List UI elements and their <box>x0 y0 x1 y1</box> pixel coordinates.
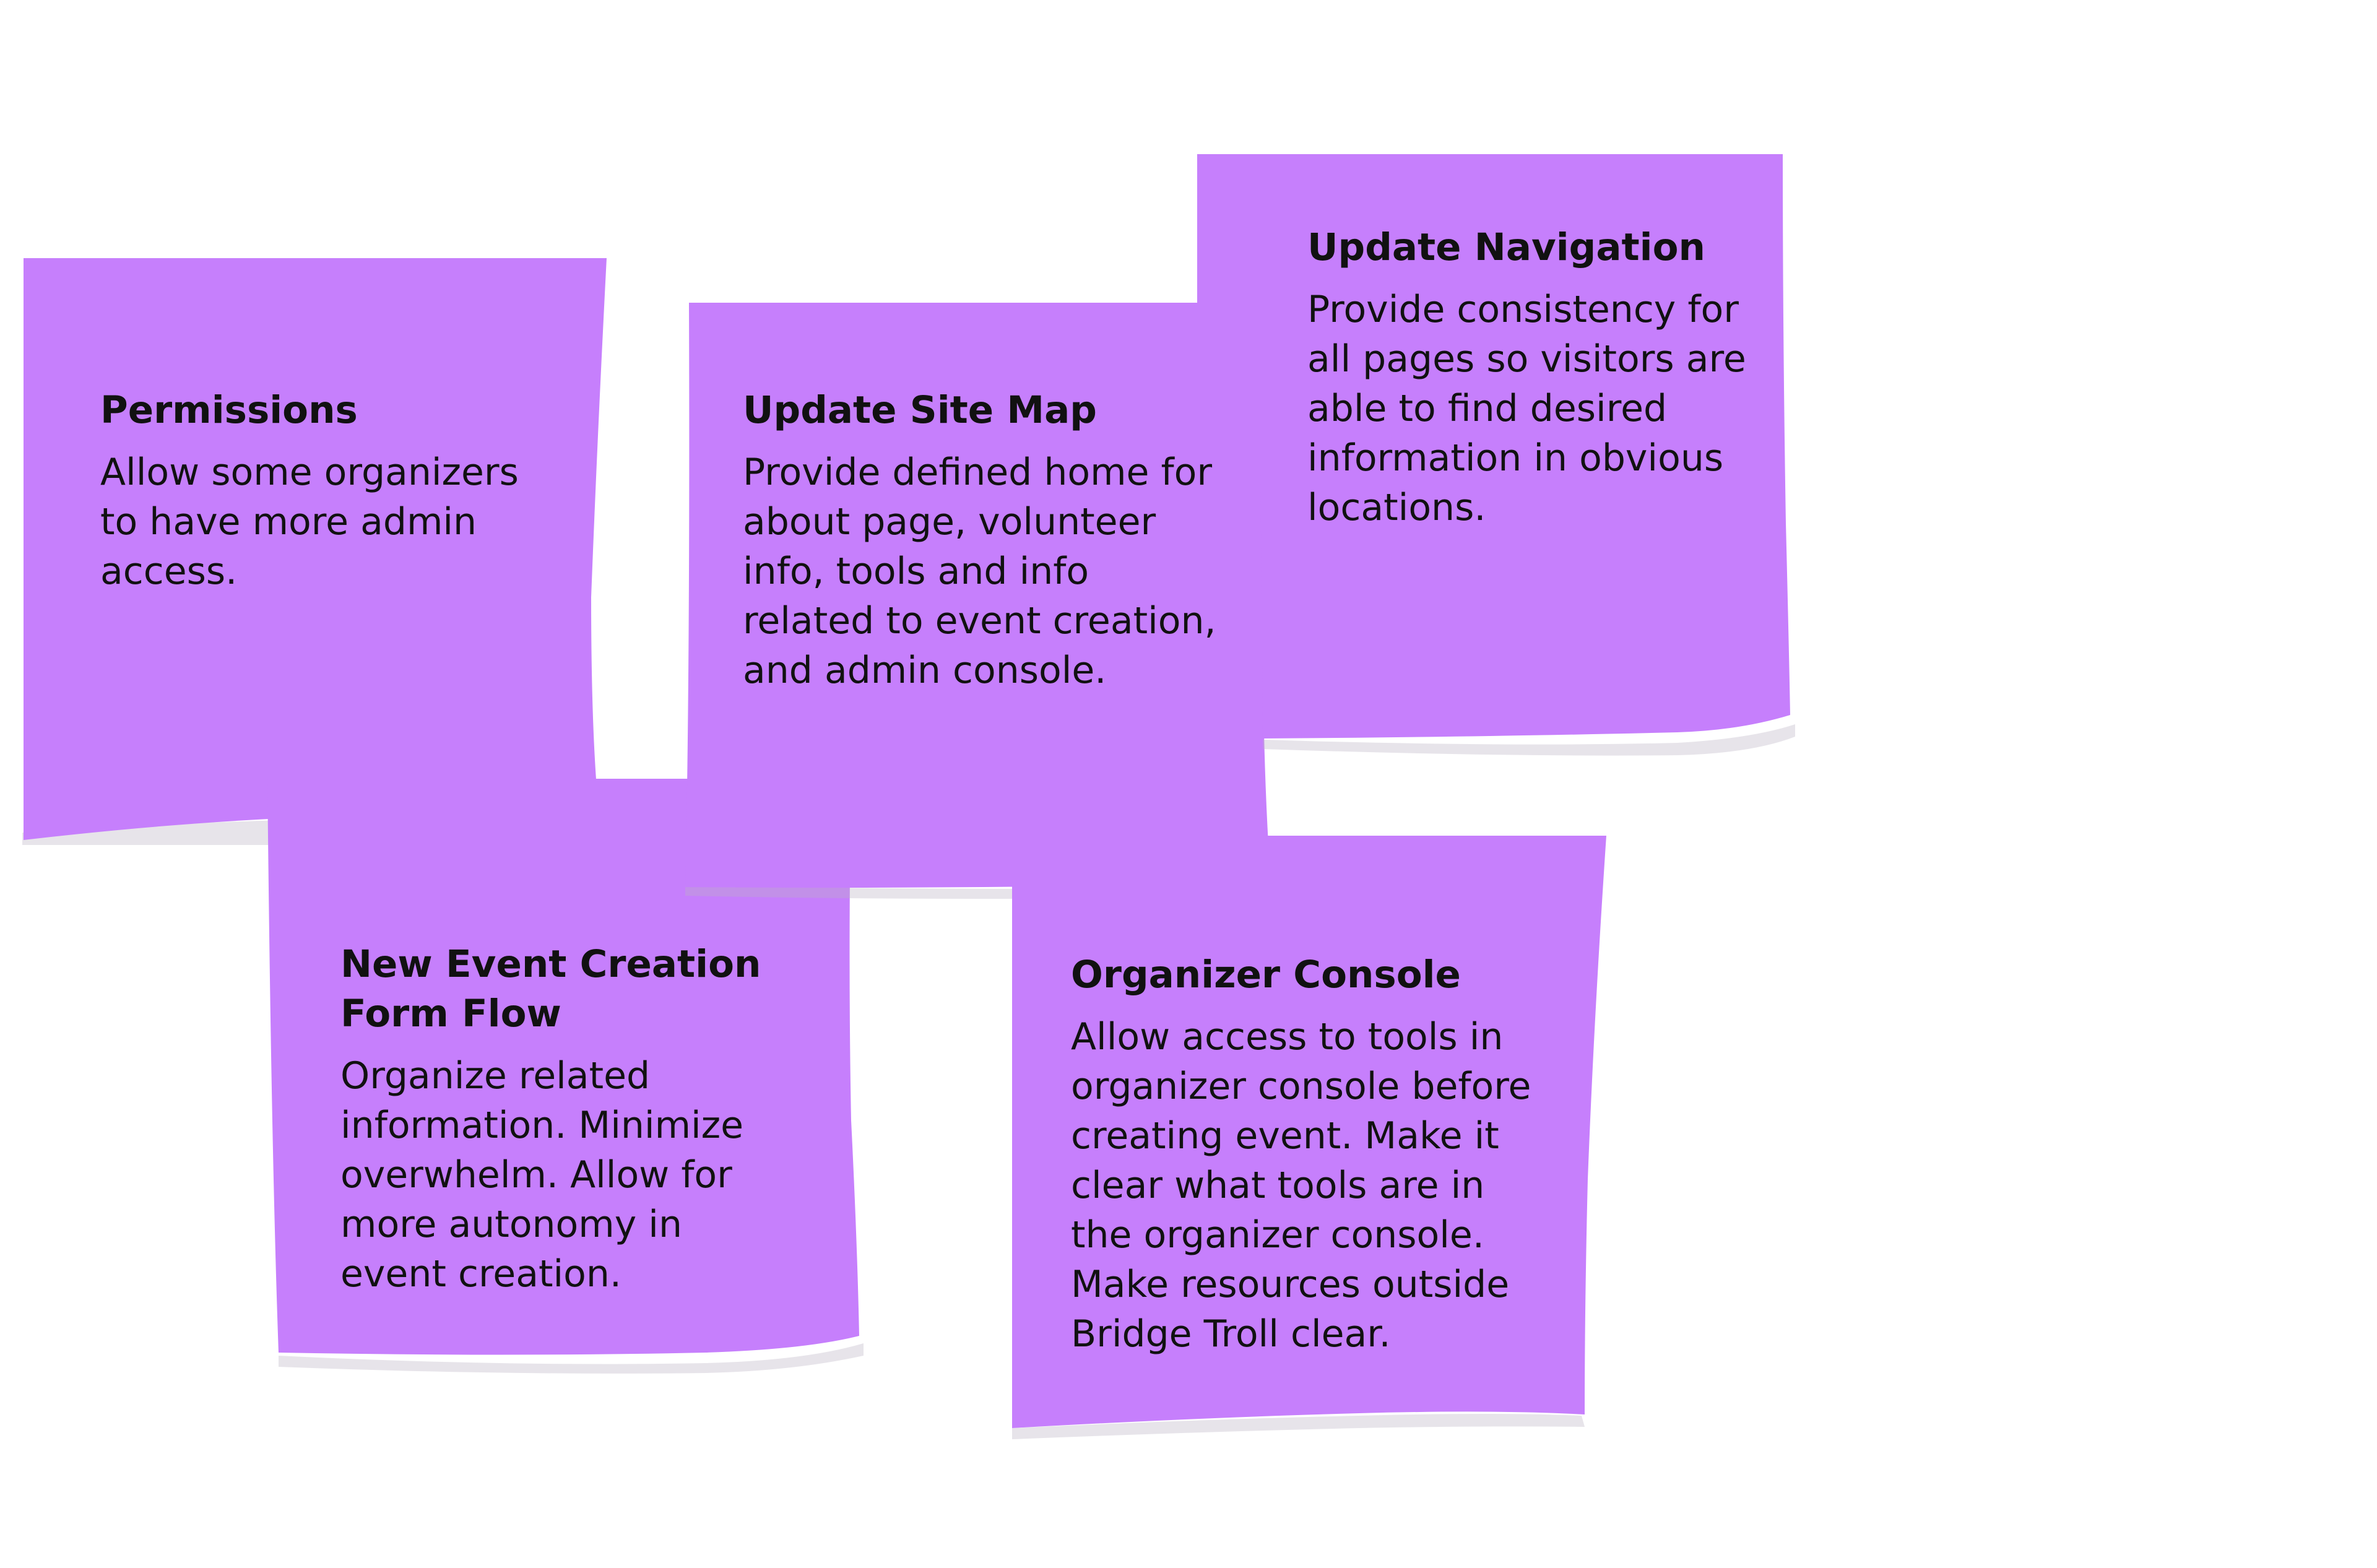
sticky-note-organizer-console[interactable]: Organizer Console Allow access to tools … <box>1012 833 1606 1439</box>
note-title: Update Site Map <box>743 388 1097 432</box>
sticky-note-shape <box>267 779 864 1374</box>
note-content: Update Site Map Provide defined home for… <box>743 386 1238 695</box>
sticky-note-shape <box>1197 154 1795 756</box>
note-content: New Event Creation Form Flow Organize re… <box>340 940 799 1299</box>
note-title: Update Navigation <box>1307 225 1705 269</box>
sticky-note-permissions[interactable]: Permissions Allow some organizers to hav… <box>19 251 613 845</box>
sticky-note-new-event-creation[interactable]: New Event Creation Form Flow Organize re… <box>260 774 867 1374</box>
note-content: Permissions Allow some organizers to hav… <box>100 386 571 596</box>
note-body: Allow access to tools in organizer conso… <box>1071 1015 1531 1356</box>
note-title: Organizer Console <box>1071 953 1461 997</box>
note-body: Provide consistency for all pages so vis… <box>1307 288 1746 529</box>
note-body: Allow some organizers to have more admin… <box>100 451 519 593</box>
note-content: Update Navigation Provide consistency fo… <box>1307 223 1765 532</box>
note-content: Organizer Console Allow access to tools … <box>1071 950 1541 1359</box>
sticky-note-update-navigation[interactable]: Update Navigation Provide consistency fo… <box>1195 152 1795 756</box>
note-title: Permissions <box>100 388 358 432</box>
sticky-note-update-site-map[interactable]: Update Site Map Provide defined home for… <box>684 300 1278 899</box>
note-body: Organize related information. Minimize o… <box>340 1054 744 1296</box>
sticky-note-shape <box>1012 836 1606 1439</box>
note-body: Provide defined home for about page, vol… <box>743 451 1216 692</box>
note-title: New Event Creation Form Flow <box>340 942 761 1036</box>
